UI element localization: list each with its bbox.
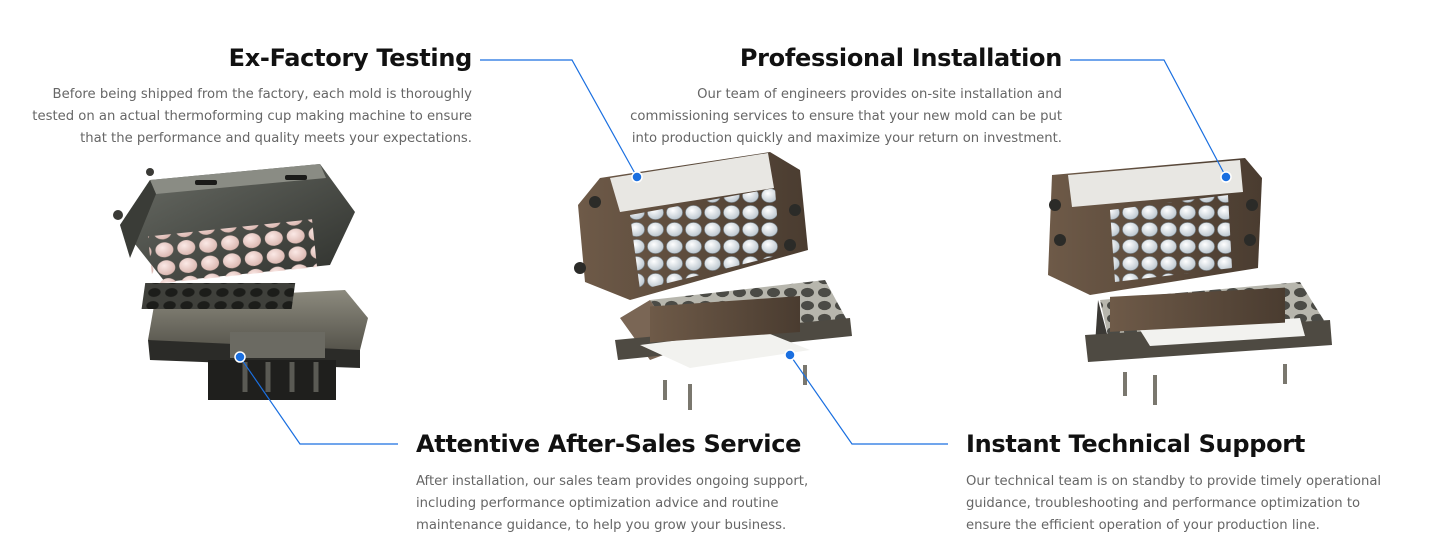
feature-ex-factory-testing: Ex-Factory Testing Before being shipped … bbox=[20, 44, 472, 150]
feature-professional-installation: Professional Installation Our team of en… bbox=[610, 44, 1062, 150]
feature-title: Instant Technical Support bbox=[966, 430, 1306, 458]
callout-lines bbox=[239, 59, 1227, 445]
mold-image-3 bbox=[1048, 158, 1332, 405]
feature-description: Our team of engineers provides on-site i… bbox=[630, 87, 1062, 146]
callout-dot-after-sales bbox=[234, 351, 246, 363]
callout-dot-ex-factory bbox=[631, 171, 643, 183]
feature-description: Our technical team is on standby to prov… bbox=[966, 474, 1382, 533]
feature-description: Before being shipped from the factory, e… bbox=[32, 87, 472, 146]
feature-after-sales-service: Attentive After-Sales Service After inst… bbox=[416, 430, 816, 537]
callout-dots bbox=[234, 171, 1232, 363]
callout-dot-installation bbox=[1220, 171, 1232, 183]
callout-dot-tech-support bbox=[784, 349, 796, 361]
feature-title: Ex-Factory Testing bbox=[228, 44, 473, 72]
mold-image-2 bbox=[574, 152, 852, 410]
callout-line-ex-factory bbox=[480, 59, 638, 178]
callout-line-installation bbox=[1070, 59, 1227, 178]
feature-technical-support: Instant Technical Support Our technical … bbox=[966, 430, 1386, 537]
callout-line-tech-support bbox=[789, 354, 948, 445]
feature-description: After installation, our sales team provi… bbox=[416, 474, 809, 533]
callout-line-after-sales bbox=[239, 356, 398, 445]
mold-image-1 bbox=[113, 164, 368, 400]
feature-title: Professional Installation bbox=[739, 44, 1062, 72]
feature-title: Attentive After-Sales Service bbox=[416, 430, 802, 458]
